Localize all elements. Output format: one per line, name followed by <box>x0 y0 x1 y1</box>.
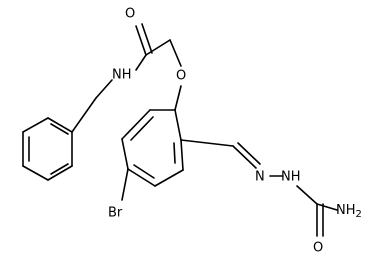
bond <box>237 142 261 165</box>
atom-label-o-urea: O <box>313 241 323 256</box>
bond-layer <box>22 23 338 237</box>
bond <box>47 117 73 133</box>
atom-label-nh-amide: NH <box>112 68 132 83</box>
bond <box>71 97 97 133</box>
bond <box>47 165 73 181</box>
atom-label-nh2: NH2 <box>336 203 362 220</box>
bond <box>174 85 182 111</box>
bond <box>141 23 153 54</box>
bond <box>50 163 69 175</box>
bond <box>180 139 234 147</box>
bond <box>121 109 151 140</box>
bond <box>173 142 176 164</box>
atom-label-o-amide: O <box>125 7 135 22</box>
bond <box>22 117 49 133</box>
bond <box>121 138 129 170</box>
atom-layer: O NH O Br N NH NH2 O <box>108 7 362 256</box>
bond <box>145 39 171 56</box>
bond <box>154 169 184 187</box>
atom-label-nh-hydrazide: NH <box>281 170 301 185</box>
bond <box>121 168 129 201</box>
bond <box>180 139 184 171</box>
bond <box>130 116 154 141</box>
bond <box>169 39 182 67</box>
bond <box>127 168 156 187</box>
bond <box>316 203 338 211</box>
bond <box>232 145 257 169</box>
atom-label-n-imine: N <box>255 170 265 185</box>
bond <box>50 123 69 135</box>
bond <box>133 164 155 179</box>
bond <box>95 79 113 99</box>
bond <box>22 165 49 181</box>
atom-label-o-ether: O <box>176 69 186 84</box>
bond <box>135 25 147 56</box>
bond <box>135 54 147 71</box>
bond <box>174 109 182 141</box>
atom-label-br: Br <box>108 206 123 221</box>
bond <box>296 185 318 205</box>
